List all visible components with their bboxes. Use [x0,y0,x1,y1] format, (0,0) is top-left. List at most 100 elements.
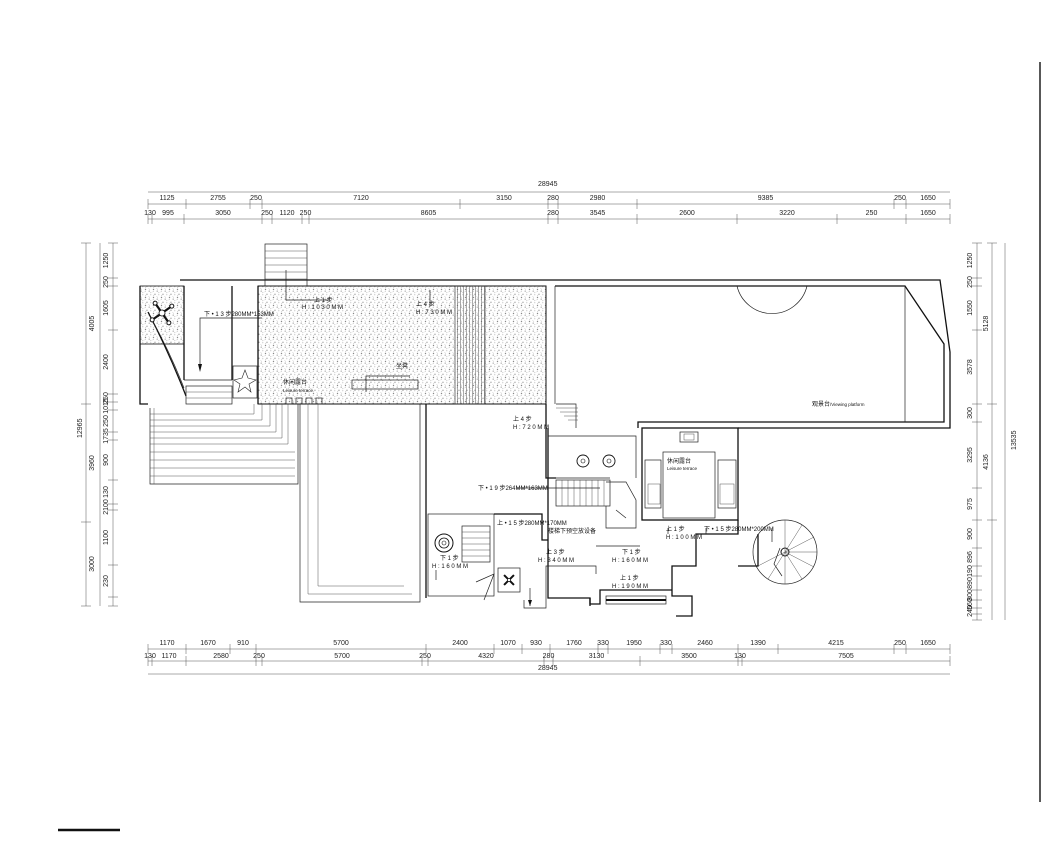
dim-value: 330 [660,640,672,647]
label-leisure2-en: Leisure terrace [667,466,698,471]
label-h720: H : 7 2 0 M M [513,425,549,431]
label-down13: 下 • 1 3 步280MM*153MM [204,310,274,318]
sofa-right [717,459,737,509]
label-up4: 上 4 步 [416,300,435,308]
dim-value: 1100 [103,530,110,545]
dim-value: 130 [144,210,156,217]
plan-labels: 下 • 1 3 步280MM*153MM 上 1 步 H : 1 0 3 0 M… [204,296,865,590]
dim-value: 800 [967,589,974,601]
round-table-icon [434,533,454,553]
dim-value: 1250 [103,253,110,269]
planter-box [232,365,258,399]
ceiling-fan-icon [149,300,175,326]
dim-value: 1250 [967,253,974,269]
dim-value: 3960 [89,455,96,471]
dim-value: 280 [543,653,555,660]
dim-value: 1070 [500,640,516,647]
dim-value: 2755 [210,195,226,202]
dim-value: 910 [237,640,249,647]
dim-value: 1605 [103,300,110,316]
dim-value: 1550 [967,300,974,316]
dim-value: 300 [967,407,974,419]
dim-value: 3295 [967,447,974,463]
dim-value: 250 [300,210,312,217]
dim-value: 3500 [681,653,697,660]
label-h1030: H : 1 0 3 0 M M [302,305,343,311]
dim-value: 1125 [159,195,174,202]
dim-value: 240 [967,605,974,617]
right-dim-inner: 1250250155035783003295975900896190890800… [967,242,982,621]
dim-value: 1390 [750,640,766,647]
label-leisure2-cn: 休闲露台 [667,457,691,465]
dim-value: 250 [894,640,906,647]
dim-value: 3578 [967,359,974,375]
left-dim-inner: 1250250160524002501015250173590013021001… [103,242,118,607]
dim-value: 930 [530,640,542,647]
coffee-table [662,451,716,519]
dim-value: 130 [734,653,746,660]
dim-value: 2460 [697,640,713,647]
label-under-stair: 楼梯下预空放设备 [548,527,596,535]
dim-value: 250 [894,195,906,202]
dim-value: 3545 [590,210,606,217]
fireplace [679,431,699,443]
dim-bottom-total: 28945 [538,665,558,672]
label-viewing-cn-text: 观景台 [812,400,830,408]
label-up1c: 上 1 步 [620,574,639,582]
dim-value: 2400 [452,640,468,647]
dim-value: 896 [967,551,974,563]
dim-left-total: 12965 [77,418,84,438]
dim-value: 130 [103,486,110,498]
dim-value: 250 [967,276,974,288]
dim-value: 190 [967,565,974,577]
dim-right-total: 13535 [1011,430,1018,450]
right-dimensions: 1250250155035783003295975900896190890800… [967,242,1018,621]
viewing-bay [736,285,808,314]
dim-value: 250 [250,195,262,202]
fan-icon-2 [503,574,515,586]
dim-value: 995 [162,210,174,217]
dim-value: 280 [547,195,559,202]
dim-value: 3050 [215,210,231,217]
dim-value: 5700 [333,640,349,647]
dim-value: 7120 [353,195,369,202]
label-viewing-cn: 观景台/Viewing platform [812,400,865,408]
dim-value: 130 [144,653,156,660]
dim-value: 1170 [159,640,174,647]
dim-value: 9385 [758,195,774,202]
sofa-left [644,459,662,509]
dim-value: 5128 [983,316,990,332]
label-viewing-en: Viewing platform [831,402,864,407]
dim-value: 2400 [103,354,110,370]
dim-value: 1735 [103,428,110,444]
label-leisure1-en: Leisure terrace [283,388,314,393]
dim-value: 3150 [496,195,512,202]
dim-value: 250 [103,415,110,427]
paved-terrace [257,285,547,405]
dim-value: 1950 [626,640,642,647]
dim-value: 1670 [200,640,216,647]
stairs-down-19 [555,479,611,507]
dim-value: 1120 [279,210,294,217]
left-cascade-steps [149,385,299,485]
dim-value: 4320 [478,653,494,660]
equipment-room [427,513,495,597]
stairs-up-4b [556,407,578,421]
label-up1-a: 上 1 步 [314,296,333,304]
plan-walls [139,243,951,617]
seat-bench [351,379,419,390]
dim-value: 1170 [161,653,176,660]
label-h160a: H : 1 6 0 M M [432,564,468,570]
label-down1b: 下 1 步 [622,548,641,556]
stairs-down-19-treads [561,480,605,506]
dim-value: 4005 [89,316,96,332]
dim-value: 2600 [679,210,695,217]
dim-value: 2980 [590,195,606,202]
